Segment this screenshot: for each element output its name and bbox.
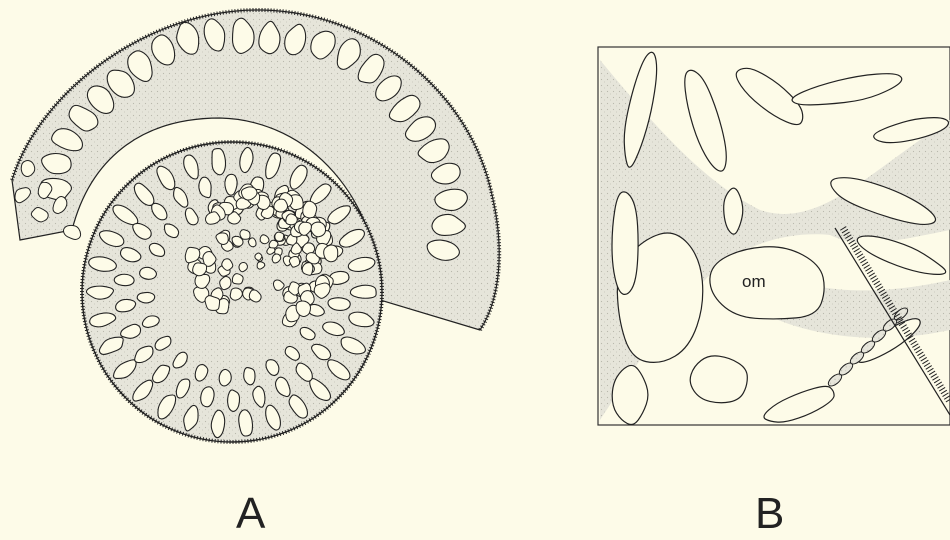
channel [690, 356, 747, 403]
chamber [193, 263, 207, 276]
chamber [328, 298, 350, 311]
panel-label-b: B [755, 492, 784, 536]
chamber [63, 225, 80, 239]
chamber [240, 230, 250, 240]
chamber [302, 263, 313, 276]
chamber [255, 253, 262, 260]
chamber [21, 161, 35, 177]
chamber [219, 369, 231, 385]
channel [710, 247, 824, 319]
chamber [286, 214, 297, 225]
chamber [244, 368, 255, 385]
chamber [232, 274, 243, 284]
chamber [228, 390, 240, 411]
chamber [274, 199, 288, 212]
chamber [269, 240, 278, 248]
chamber [201, 387, 214, 407]
chamber [212, 149, 226, 175]
panel-a-section-drawing [12, 10, 499, 442]
channel [612, 192, 638, 295]
chamber [225, 174, 237, 195]
om-annotation: om [742, 272, 766, 291]
panel-label-a: A [236, 492, 265, 536]
chamber [303, 201, 317, 218]
chamber [249, 238, 257, 247]
chamber [137, 292, 155, 303]
chamber [296, 301, 310, 316]
chamber [311, 222, 326, 237]
chamber [205, 296, 220, 311]
chamber [275, 232, 284, 241]
chamber [324, 245, 338, 262]
panel-b-detail-drawing: om [598, 47, 950, 425]
chamber [114, 274, 134, 285]
